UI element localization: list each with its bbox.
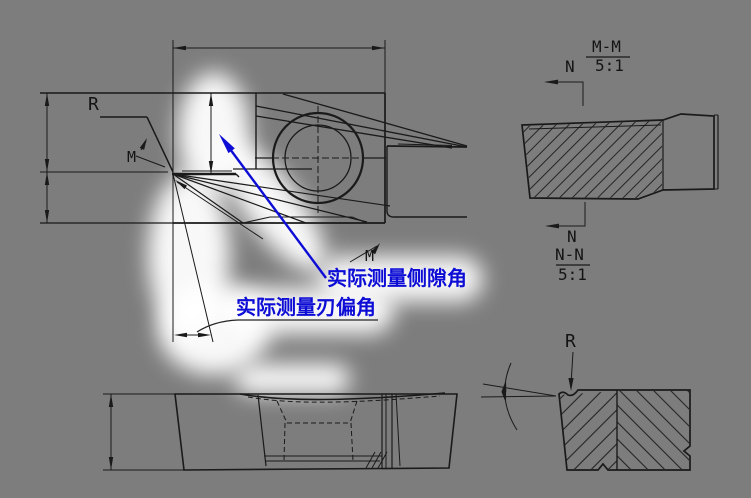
bottom-side-view bbox=[103, 392, 458, 471]
section-m-label-upper: M bbox=[127, 148, 137, 166]
annotation-side-clearance-angle: 实际测量侧隙角 bbox=[327, 266, 467, 290]
highlight-glow bbox=[226, 288, 394, 334]
detail-view bbox=[480, 351, 691, 471]
section-nn-title: N-N bbox=[555, 245, 584, 264]
annotation-edge-deflection-angle: 实际测量刃偏角 bbox=[236, 295, 376, 319]
section-mm-title: M-M bbox=[592, 37, 621, 56]
view-n-label-bottom: N bbox=[567, 227, 577, 246]
view-n-label-top: N bbox=[565, 57, 575, 76]
main-radius-label: R bbox=[88, 94, 99, 115]
detail-radius-label: R bbox=[565, 331, 576, 352]
section-mm-scale: 5:1 bbox=[595, 56, 624, 75]
section-plane-m-marks bbox=[135, 138, 380, 263]
section-m-label-lower: M bbox=[365, 247, 375, 265]
blue-annotation-arrow bbox=[219, 134, 327, 279]
main-view bbox=[40, 40, 468, 343]
highlight-glow bbox=[235, 364, 350, 394]
section-nn-scale: 5:1 bbox=[558, 265, 587, 284]
section-view-mm bbox=[521, 56, 719, 266]
